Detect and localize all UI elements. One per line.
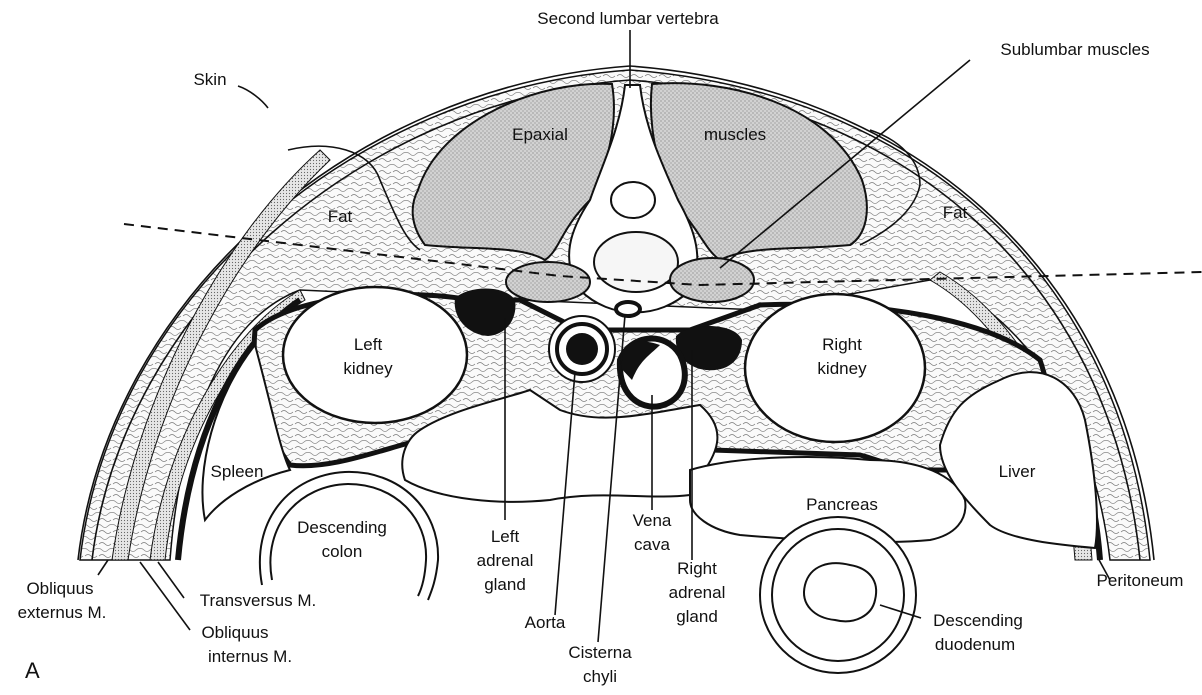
sublumbar-muscle-left (506, 262, 590, 302)
label-vena-cava-2: cava (634, 535, 670, 554)
label-right-kidney-1: Right (822, 335, 862, 354)
label-left-adrenal-3: gland (484, 575, 526, 594)
label-left-kidney-1: Left (354, 335, 383, 354)
label-skin: Skin (193, 70, 226, 89)
label-vena-cava-1: Vena (633, 511, 672, 530)
duodenum-lumen (804, 563, 876, 621)
label-liver: Liver (999, 462, 1036, 481)
label-right-kidney-2: kidney (817, 359, 867, 378)
label-descending-colon-2: colon (322, 542, 363, 561)
label-pancreas: Pancreas (806, 495, 878, 514)
vertebral-canal (611, 182, 655, 218)
label-obliquus-externus-1: Obliquus (26, 579, 93, 598)
label-descending-duodenum-1: Descending (933, 611, 1023, 630)
sublumbar-muscle-right (670, 258, 754, 302)
panel-letter: A (25, 658, 40, 683)
aorta-lumen (566, 333, 598, 365)
label-left-adrenal-1: Left (491, 527, 520, 546)
leader-skin (238, 86, 268, 108)
label-cisterna-1: Cisterna (568, 643, 632, 662)
label-left-kidney-2: kidney (343, 359, 393, 378)
label-aorta: Aorta (525, 613, 566, 632)
leader-obliquus-ext (98, 560, 108, 575)
label-epaxial: Epaxial (512, 125, 568, 144)
cisterna-chyli (616, 302, 640, 316)
left-kidney (283, 287, 467, 423)
descending-colon-inner (270, 484, 426, 596)
label-fat-right: Fat (943, 203, 968, 222)
label-fat-left: Fat (328, 207, 353, 226)
label-right-adrenal-1: Right (677, 559, 717, 578)
label-left-adrenal-2: adrenal (477, 551, 534, 570)
label-right-adrenal-3: gland (676, 607, 718, 626)
label-spleen: Spleen (211, 462, 264, 481)
label-descending-colon-1: Descending (297, 518, 387, 537)
label-second-lumbar-vertebra: Second lumbar vertebra (537, 9, 719, 28)
label-obliquus-internus-2: internus M. (208, 647, 292, 666)
label-obliquus-externus-2: externus M. (18, 603, 107, 622)
label-muscles: muscles (704, 125, 766, 144)
label-obliquus-internus-1: Obliquus (201, 623, 268, 642)
label-cisterna-2: chyli (583, 667, 617, 686)
label-transversus: Transversus M. (200, 591, 317, 610)
label-peritoneum: Peritoneum (1097, 571, 1184, 590)
label-sublumbar-muscles: Sublumbar muscles (1000, 40, 1149, 59)
label-right-adrenal-2: adrenal (669, 583, 726, 602)
label-descending-duodenum-2: duodenum (935, 635, 1015, 654)
